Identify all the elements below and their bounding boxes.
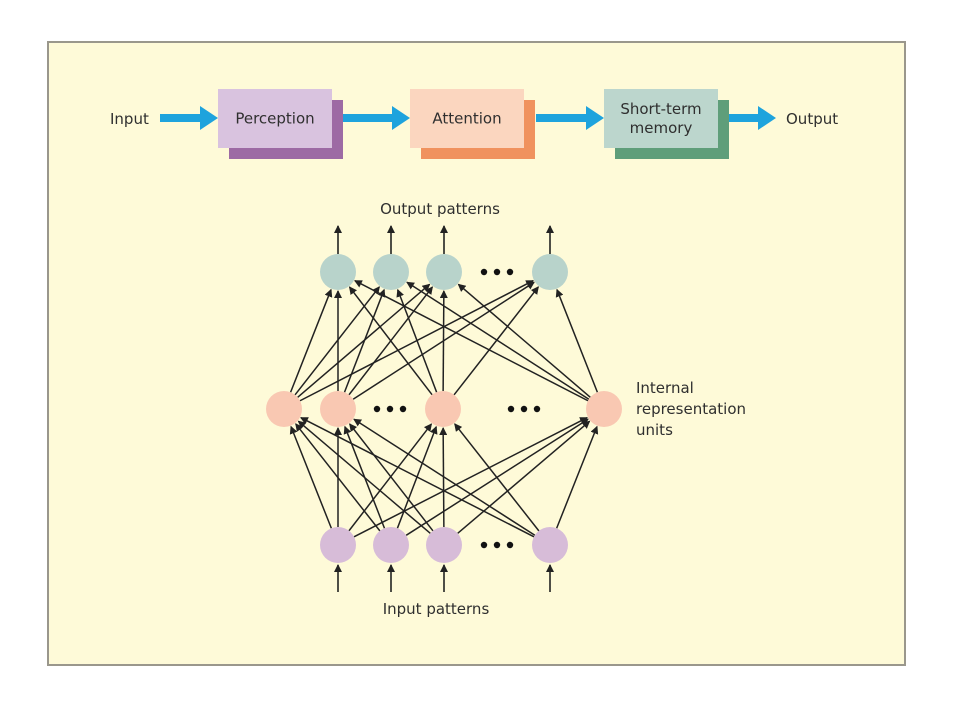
edge-hidden3-output3 [555, 288, 599, 393]
output-node-1 [373, 254, 409, 290]
hidden-label-line-3: units [636, 421, 673, 439]
edge-hidden3-output2 [457, 283, 591, 398]
edge-input3-hidden0 [300, 416, 535, 538]
output-patterns-label: Output patterns [380, 200, 500, 218]
stage-label: Attention [432, 110, 501, 128]
output-node-0 [320, 254, 356, 290]
hidden-node-3 [586, 391, 622, 427]
edge-input2-hidden1 [349, 423, 434, 532]
arrow-memory-to-output [729, 106, 776, 130]
stage-box [218, 89, 332, 148]
processing-pipeline: Input Output Perception Attention Short-te… [110, 89, 838, 159]
pipeline-output-label: Output [786, 110, 838, 128]
input-node-2 [426, 527, 462, 563]
edge-hidden1-output1 [343, 288, 386, 393]
edge-input0-hidden0 [289, 425, 333, 529]
edge-hidden2-output3 [453, 286, 539, 396]
edge-input3-hidden3 [555, 425, 599, 529]
edge-hidden0-output1 [294, 286, 380, 396]
input-patterns-label: Input patterns [383, 600, 490, 618]
hidden-ellipsis-1 [373, 405, 407, 413]
edge-hidden2-output0 [348, 286, 433, 396]
hidden-label-line-2: representation [636, 400, 746, 418]
stage-label: Perception [235, 110, 314, 128]
edge-hidden3-output1 [406, 281, 590, 400]
input-ellipsis [480, 541, 514, 549]
edge-input1-hidden0 [295, 423, 381, 532]
pipeline-input-label: Input [110, 110, 149, 128]
hidden-node-0 [266, 391, 302, 427]
stage-attention: Attention [410, 89, 535, 159]
edge-input3-hidden1 [353, 418, 536, 536]
output-ellipsis [480, 268, 514, 276]
stage-label: Short-term [620, 100, 701, 118]
hidden-node-2 [425, 391, 461, 427]
arrow-attention-to-memory [536, 106, 604, 130]
stage-box [604, 89, 718, 148]
stage-perception: Perception [218, 89, 343, 159]
edge-input2-hidden0 [297, 420, 431, 534]
input-node-0 [320, 527, 356, 563]
stage-box [410, 89, 524, 148]
edge-input0-hidden2 [348, 423, 432, 532]
edge-input2-hidden3 [457, 420, 591, 534]
input-node-1 [373, 527, 409, 563]
arrow-perception-to-attention [343, 106, 410, 130]
output-node-2 [426, 254, 462, 290]
hidden-ellipsis-2 [507, 405, 541, 413]
hidden-label-line-1: Internal [636, 379, 694, 397]
edge-input0-hidden3 [353, 416, 588, 538]
input-node-3 [532, 527, 568, 563]
hidden-node-1 [320, 391, 356, 427]
edge-hidden0-output0 [289, 288, 333, 393]
arrow-input-to-perception [160, 106, 218, 130]
neural-network: Output patterns Input patterns Internal … [266, 200, 746, 618]
output-node-3 [532, 254, 568, 290]
edge-input3-hidden2 [454, 423, 540, 532]
edge-hidden2-output2 [439, 289, 448, 392]
stage-label: memory [630, 119, 693, 137]
edge-hidden3-output0 [354, 280, 589, 402]
